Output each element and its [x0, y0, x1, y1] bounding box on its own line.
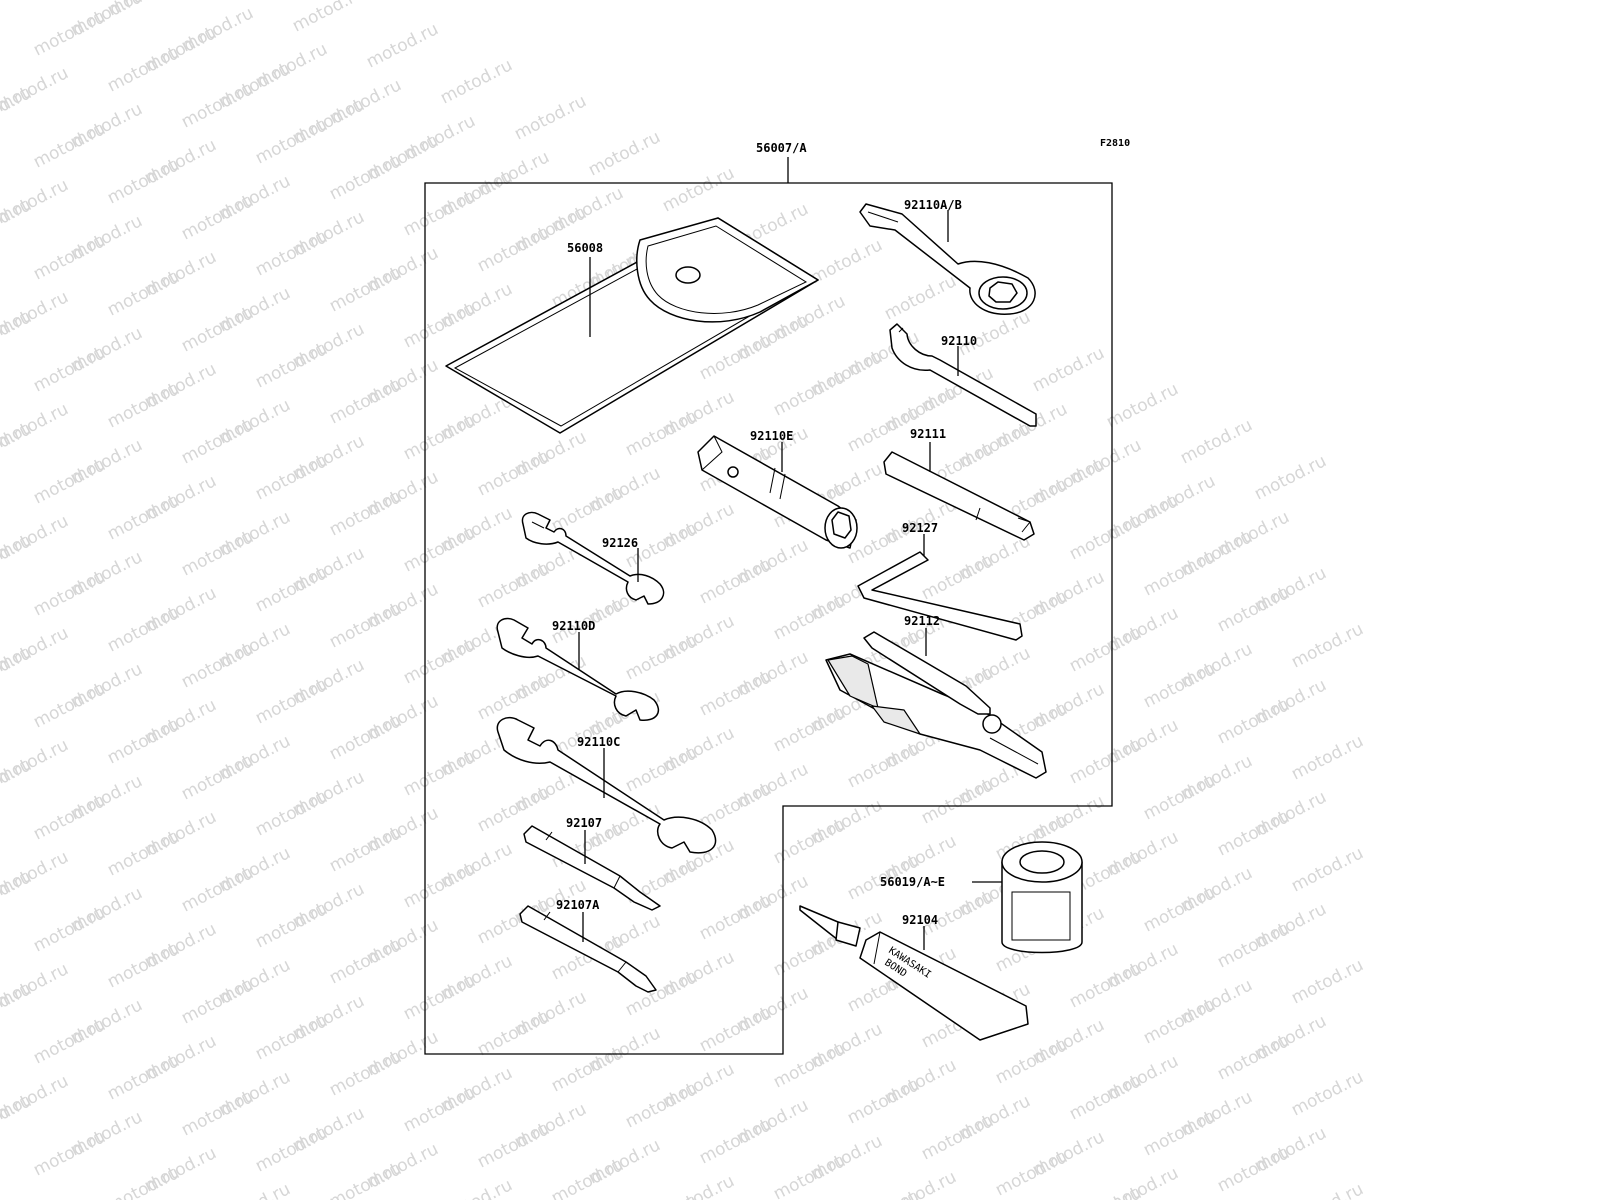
open-wrench-92110D [496, 617, 660, 721]
label-92110D: 92110D [552, 619, 595, 633]
pliers-92112 [825, 628, 1047, 779]
label-92111: 92111 [910, 427, 946, 441]
box-wrench-92110AB [859, 203, 1036, 315]
label-92110E: 92110E [750, 429, 793, 443]
label-92112: 92112 [904, 614, 940, 628]
label-92110: 92110 [941, 334, 977, 348]
kit-label: 56007/A [756, 141, 807, 155]
label-92107: 92107 [566, 816, 602, 830]
open-wrench-92126 [521, 511, 665, 605]
label-92127: 92127 [902, 521, 938, 535]
extension-bar-92111 [883, 442, 1035, 541]
tool-pouch-56008 [445, 217, 819, 434]
screwdriver-92107 [523, 825, 661, 911]
hex-key-92127 [857, 534, 1023, 641]
figure-code: F2810 [1100, 138, 1130, 149]
grease-can-56019 [972, 841, 1083, 954]
label-56019: 56019/A~E [880, 875, 945, 889]
kit-outline [424, 182, 1113, 1055]
label-92104: 92104 [902, 913, 938, 927]
label-92110C: 92110C [577, 735, 620, 749]
label-92110AB: 92110A/B [904, 198, 962, 212]
open-wrench-92110C [496, 716, 717, 854]
hook-spanner-92110 [889, 323, 1037, 427]
label-92107A: 92107A [556, 898, 600, 912]
label-92126: 92126 [602, 536, 638, 550]
screwdriver-92107A [519, 905, 657, 993]
label-56008: 56008 [567, 241, 603, 255]
plug-socket-92110E [697, 435, 858, 549]
